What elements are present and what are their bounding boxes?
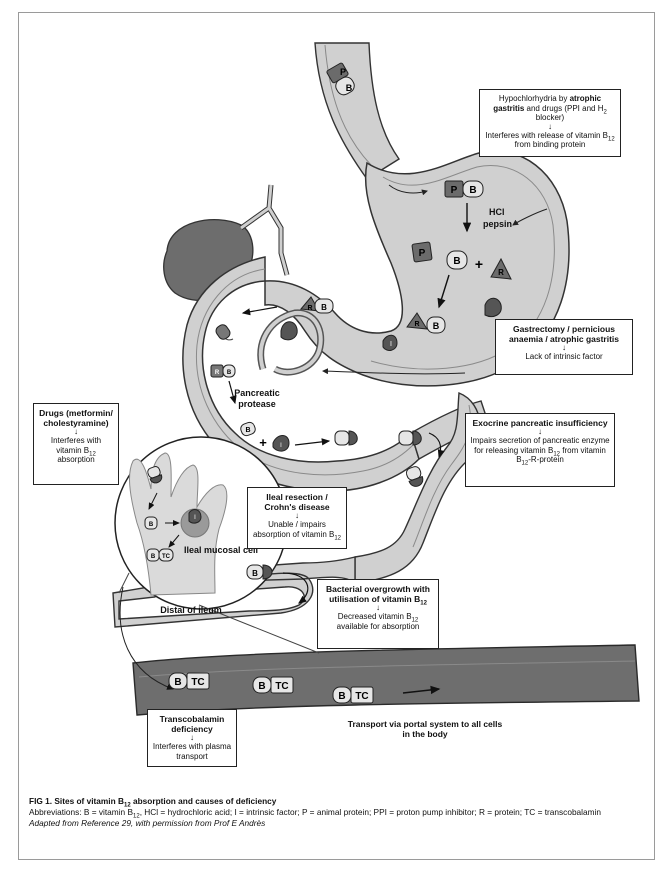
token-p-free [411,241,433,263]
caption-title: FIG 1. Sites of vitamin B12 absorption a… [29,796,277,809]
stomach [264,150,570,387]
protease-label: protease [238,399,276,409]
token-b-free [446,250,468,270]
plus-2: + [259,435,267,450]
duodenum [182,256,420,492]
token-i-3: I [194,515,196,521]
box-gastrectomy: Gastrectomy / pernicious anaemia / atrop… [495,319,633,375]
btc1-tc: TC [191,677,204,688]
token-b-3: B [453,256,460,267]
box-transcobalamin: Transcobalamin deficiency ↓ Interferes w… [147,709,237,767]
token-pb-oesophagus [326,62,355,96]
token-tc-1: TC [162,554,171,560]
token-p-2: P [451,185,458,196]
token-r-3: R [307,305,312,312]
box-bacterial: Bacterial overgrowth with utilisation of… [317,579,439,649]
btc-token-3: B TC [332,686,374,704]
pancreatic-label: Pancreatic [234,388,280,398]
ileal-mucosal-cell-label: Ileal mucosal cell [184,545,258,555]
box-exocrine: Exocrine pancreatic insufficiency ↓ Impa… [465,413,615,487]
token-r-1: R [498,268,504,277]
btc-token-2: B TC [252,676,294,694]
figure-caption: FIG 1. Sites of vitamin B12 absorption a… [29,796,644,829]
box-drugs: Drugs (metformin/ cholestyramine) ↓ Inte… [33,403,119,485]
token-i-2: I [280,443,282,449]
token-pb-stomach [444,180,484,198]
intrinsic-factor-token [484,297,502,318]
token-r-free [490,257,512,280]
token-b-6: B [227,370,232,376]
vitamin-b12-pathway-diagram: P B P B HCl pepsin P B + R R B I R B R B… [112,42,640,716]
box-ileal-resection: Ileal resection / Crohn's disease ↓ Unab… [247,487,347,549]
token-i-1: I [390,341,392,348]
token-b-4: B [433,321,440,331]
caption-abbreviations: Abbreviations: B = vitamin B12, HCl = hy… [29,807,601,820]
small-intestine [354,392,482,584]
btc3-b: B [338,691,345,702]
distal-ileum-label: Distal of ileum [160,605,222,615]
token-b-1: B [346,83,353,93]
token-r-4: R [215,370,220,376]
token-p-1: P [340,67,346,77]
btc2-tc: TC [275,681,288,692]
token-r-2: R [414,321,419,328]
token-b-2: B [469,185,476,196]
token-b-8: B [252,569,258,578]
btc3-tc: TC [355,691,368,702]
token-p-3: P [419,248,426,259]
btc2-b: B [258,681,265,692]
token-b-5: B [321,303,327,312]
figure-frame: P B P B HCl pepsin P B + R R B I R B R B… [18,12,655,860]
pepsin-label: pepsin [483,219,512,229]
btc1-b: B [174,677,181,688]
hcl-label: HCl [489,207,505,217]
caption-adapted: Adapted from Reference 29, with permissi… [29,818,266,828]
portal-blood-vessel [132,644,640,716]
token-b-7: B [245,427,250,434]
oesophagus [314,42,401,180]
transport-label: Transport via portal system to all cells… [347,719,503,739]
box-hypochlorhydria: Hypochlorhydria by atrophic gastritis an… [479,89,621,157]
plus-1: + [475,256,483,272]
btc-token-1: B TC [168,672,210,690]
token-b-9: B [149,522,154,528]
token-b-10: B [151,554,156,560]
